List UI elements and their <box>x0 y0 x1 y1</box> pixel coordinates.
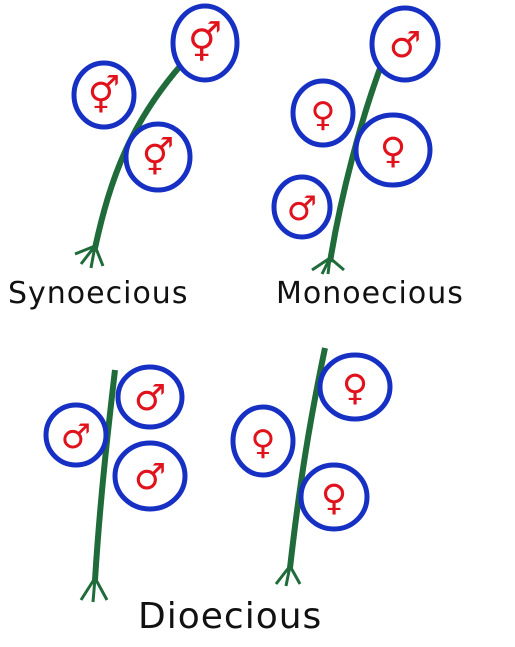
dioecious-male-roots <box>79 577 109 603</box>
female-symbol: ♀ <box>321 478 347 519</box>
male-symbol: ♂ <box>134 457 166 498</box>
dioecious-male-stem <box>92 369 118 581</box>
monoecious-label: Monoecious <box>276 276 464 311</box>
monoecious-stem <box>327 53 388 263</box>
monoecious-flower-male-bottom <box>271 174 333 240</box>
dioecious-female-flower-bottom <box>298 462 370 532</box>
dioecious-male-plant: ♂ ♂ ♂ <box>43 364 188 603</box>
synoecious-label: Synoecious <box>8 276 189 311</box>
bisexual-symbol: ⚥ <box>142 137 175 179</box>
female-symbol: ♀ <box>342 368 368 409</box>
male-symbol: ♂ <box>389 25 421 66</box>
synoecious-flower-3 <box>123 121 193 193</box>
female-symbol: ♀ <box>251 423 276 463</box>
male-symbol: ♂ <box>61 417 91 457</box>
dioecious-female-flower-top <box>317 352 393 422</box>
female-symbol: ♀ <box>311 95 336 135</box>
bisexual-symbol: ⚥ <box>188 21 222 65</box>
synoecious-flower-2 <box>170 3 240 83</box>
dioecious-label: Dioecious <box>138 596 323 637</box>
male-symbol: ♂ <box>134 378 166 419</box>
monoecious-plant: ♂ ♀ ♀ ♂ <box>271 5 441 275</box>
monoecious-roots <box>311 256 345 275</box>
synoecious-roots <box>74 244 105 269</box>
dioecious-female-plant: ♀ ♀ ♀ <box>230 347 393 587</box>
dioecious-male-flower-top <box>115 364 185 430</box>
dioecious-male-flower-left <box>43 402 109 468</box>
dioecious-male-flower-bottom <box>112 440 188 512</box>
monoecious-flower-female-left <box>290 78 356 148</box>
male-symbol: ♂ <box>287 189 317 229</box>
dioecious-female-flower-left <box>230 404 296 478</box>
monoecious-flower-male-top <box>369 5 441 83</box>
dioecious-female-stem <box>287 347 328 569</box>
synoecious-plant: ⚥ ⚥ ⚥ <box>71 3 240 269</box>
female-symbol: ♀ <box>380 131 406 172</box>
synoecious-flower-1 <box>71 60 137 130</box>
dioecious-female-roots <box>274 565 302 587</box>
bisexual-symbol: ⚥ <box>88 75 121 117</box>
monoecious-flower-female-right <box>353 112 433 188</box>
